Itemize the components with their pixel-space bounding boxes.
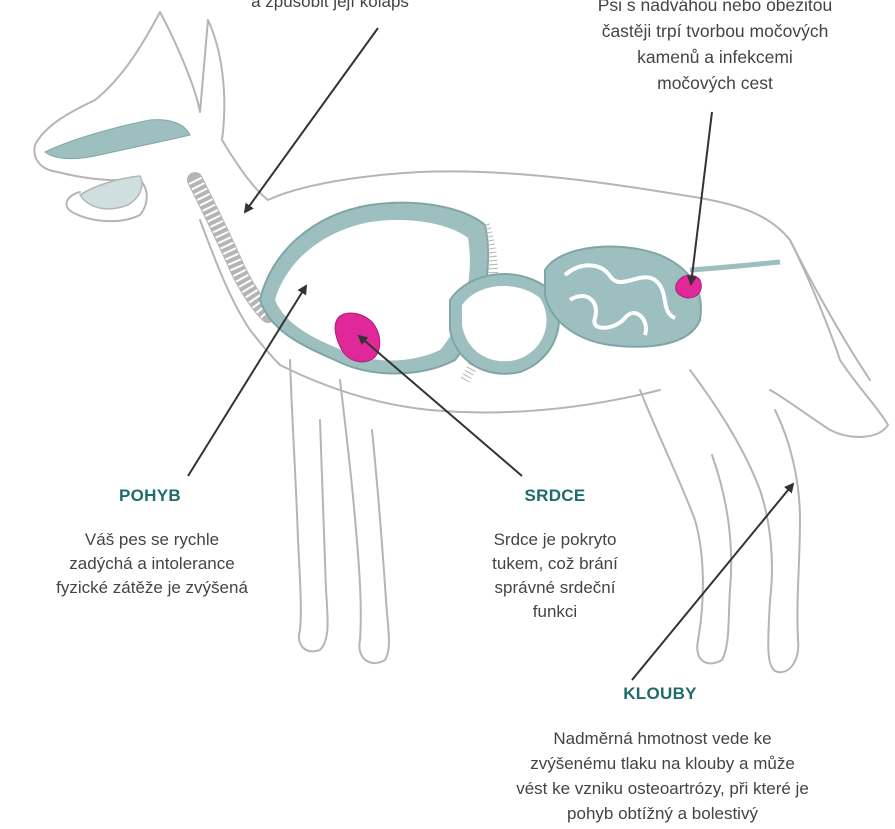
klouby-heading: KLOUBY: [585, 684, 735, 704]
dog-front-leg-2-outline: [340, 380, 389, 663]
klouby-text: Nadměrná hmotnost vede ke zvýšenému tlak…: [440, 726, 885, 826]
pohyb-text: Váš pes se rychle zadýchá a intolerance …: [2, 528, 302, 600]
dog-belly-outline: [280, 365, 660, 412]
srdce-text: Srdce je pokryto tukem, což brání správn…: [430, 528, 680, 624]
dog-front-leg-outline: [290, 360, 328, 651]
dog-nasal-cavity: [45, 120, 190, 159]
bladder-callout-text: Psi s nadváhou nebo obezitou častěji trp…: [540, 0, 890, 96]
dog-tail-outline: [790, 240, 870, 380]
srdce-heading: SRDCE: [490, 486, 620, 506]
trachea-callout-text: a způsobit její kolaps: [200, 0, 460, 13]
dog-hind-leg-2-outline: [690, 370, 800, 672]
intestines: [545, 247, 701, 347]
pohyb-heading: POHYB: [85, 486, 215, 506]
dog-tongue: [80, 176, 142, 209]
pohyb-arrow: [188, 286, 306, 476]
organs: [45, 120, 780, 380]
trachea-arrow: [245, 28, 378, 212]
colon: [690, 262, 780, 270]
